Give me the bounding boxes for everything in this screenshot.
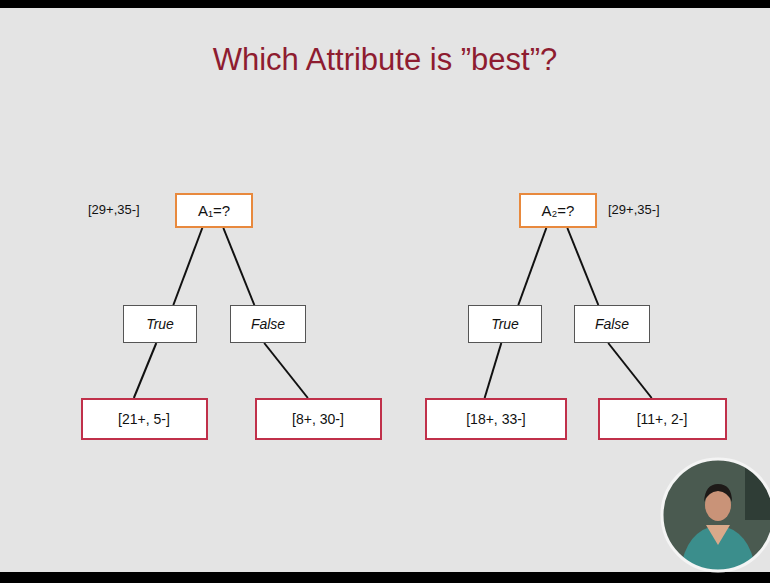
branch-line: [518, 228, 546, 305]
leaf-count-box: [18+, 33-]: [425, 398, 567, 440]
branch-box: False: [230, 305, 306, 343]
branch-line: [134, 343, 156, 398]
branch-line: [608, 343, 651, 398]
attribute-node: A₁=?: [175, 193, 253, 228]
count-label: [29+,35-]: [88, 202, 140, 217]
branch-line: [485, 343, 502, 398]
node-text: [11+, 2-]: [637, 411, 688, 427]
node-text: False: [595, 316, 629, 332]
branch-line: [223, 228, 254, 305]
branch-line: [173, 228, 202, 305]
node-text: False: [251, 316, 285, 332]
attribute-node: A₂=?: [519, 193, 597, 228]
speaker-video: [660, 455, 770, 575]
branch-box: True: [123, 305, 197, 343]
node-text: [18+, 33-]: [466, 411, 526, 427]
node-text: True: [491, 316, 519, 332]
branch-line: [567, 228, 598, 305]
node-text: [8+, 30-]: [292, 411, 344, 427]
branch-line: [264, 343, 308, 398]
leaf-count-box: [11+, 2-]: [598, 398, 727, 440]
inset-border: [662, 459, 770, 571]
leaf-count-box: [21+, 5-]: [81, 398, 208, 440]
bottom-bar: [0, 572, 770, 583]
node-text: True: [146, 316, 174, 332]
top-bar: [0, 0, 770, 8]
count-label: [29+,35-]: [608, 202, 660, 217]
slide-title: Which Attribute is ”best”?: [0, 42, 770, 78]
leaf-count-box: [8+, 30-]: [255, 398, 382, 440]
node-text: A₁=?: [198, 202, 230, 219]
node-text: A₂=?: [542, 202, 575, 219]
node-text: [21+, 5-]: [118, 411, 170, 427]
branch-box: True: [468, 305, 542, 343]
branch-box: False: [574, 305, 650, 343]
